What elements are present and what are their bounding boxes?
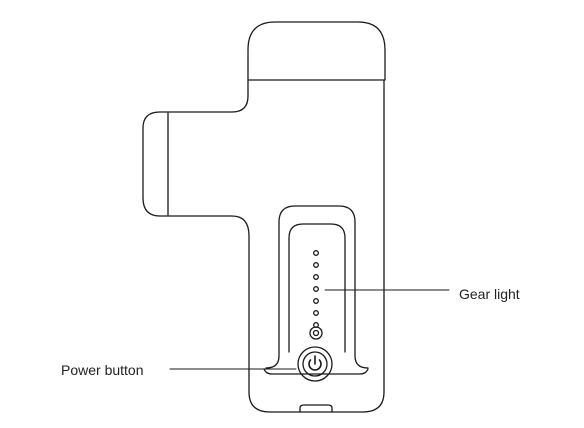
power-icon — [308, 355, 322, 371]
power-button-face — [302, 351, 328, 377]
device-base-foot — [299, 404, 333, 413]
gear-light-dot — [313, 298, 319, 304]
gear-lights — [313, 250, 319, 328]
panel-rim — [263, 368, 369, 375]
gear-light-dot — [313, 286, 319, 292]
device-body-outline — [142, 79, 385, 413]
gear-light-dot — [313, 262, 319, 268]
gear-button-inner — [312, 329, 320, 337]
control-panel-outer — [265, 205, 369, 369]
gear-button-outer[interactable] — [309, 326, 323, 340]
gear-light-dot — [313, 310, 319, 316]
power-button[interactable] — [297, 346, 333, 382]
gear-light-dot — [313, 274, 319, 280]
power-button-label: Power button — [61, 362, 144, 378]
gear-light-label: Gear light — [459, 286, 520, 302]
device-head-cap — [247, 21, 386, 81]
control-panel-inner — [288, 223, 346, 353]
gear-light-dot — [313, 250, 319, 256]
power-button-ring — [297, 346, 333, 382]
